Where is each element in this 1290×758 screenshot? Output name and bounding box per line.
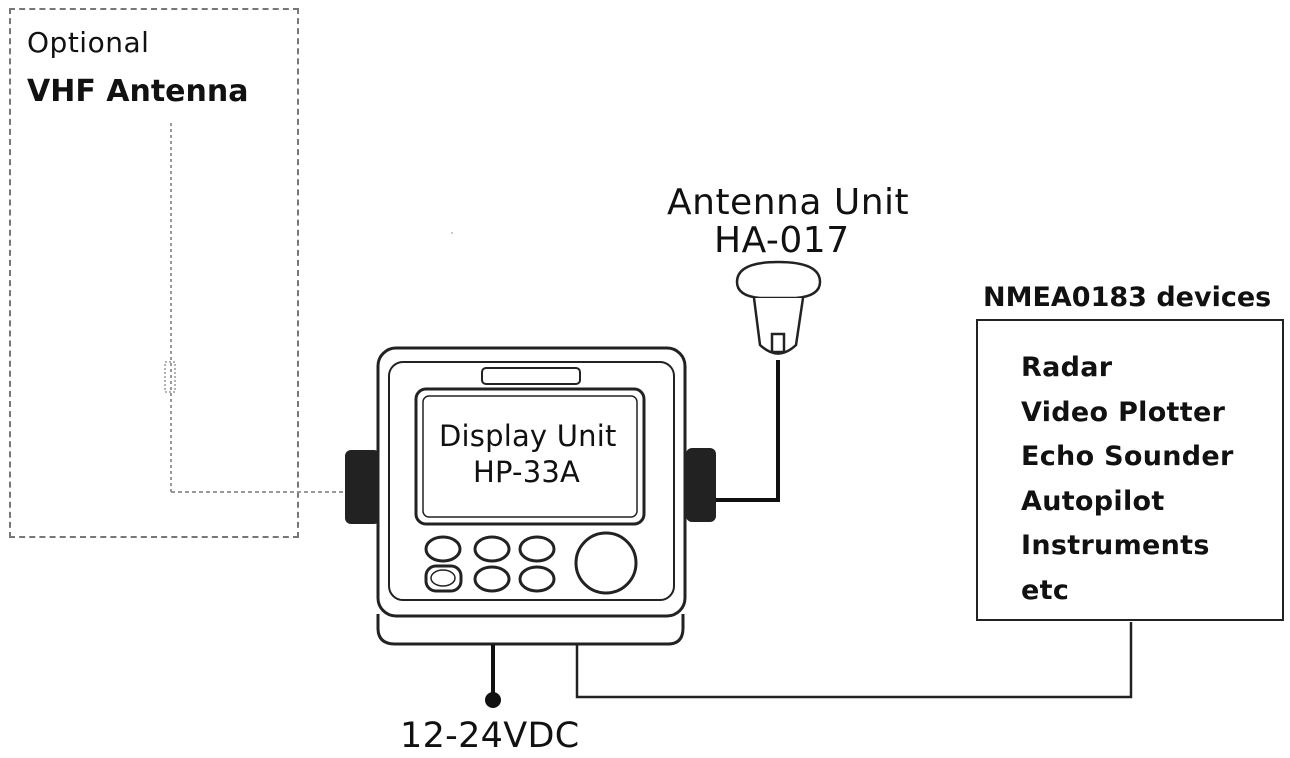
gps-antenna-icon xyxy=(735,260,822,355)
keypad-button xyxy=(424,535,462,563)
power-label: 12-24VDC xyxy=(400,716,580,756)
nmea-device-item: Autopilot xyxy=(1021,485,1165,517)
optional-vhf-antenna-frame xyxy=(9,8,299,538)
nmea-devices-title: NMEA0183 devices xyxy=(983,282,1272,313)
display-unit-keypad xyxy=(424,531,638,595)
keypad-button xyxy=(518,565,556,593)
antenna-unit-model: HA-017 xyxy=(714,220,850,261)
keypad-button xyxy=(518,535,556,563)
keypad-button xyxy=(473,565,511,593)
nmea-device-item: Video Plotter xyxy=(1021,396,1226,428)
nmea-device-item: Instruments xyxy=(1021,530,1210,561)
nmea-device-item: Echo Sounder xyxy=(1021,441,1234,472)
display-unit-housing xyxy=(345,346,716,646)
antenna-unit-title: Antenna Unit xyxy=(667,182,910,223)
vhf-antenna-title: VHF Antenna xyxy=(27,74,249,109)
nmea-devices-box xyxy=(976,319,1284,621)
power-cable xyxy=(485,645,501,708)
nmea-device-item: etc xyxy=(1021,574,1070,606)
vhf-antenna-icon xyxy=(164,123,176,492)
nmea-device-list: Radar Video Plotter Echo Sounder Autopil… xyxy=(1021,346,1234,613)
display-unit-model: HP-33A xyxy=(473,455,581,489)
nmea-cable xyxy=(575,622,1133,699)
optional-label: Optional xyxy=(27,26,150,59)
display-unit-title: Display Unit xyxy=(439,419,617,453)
rotary-knob xyxy=(574,531,638,595)
keypad-button xyxy=(473,535,511,563)
keypad-button xyxy=(430,569,456,587)
nmea-device-item: Radar xyxy=(1021,352,1113,383)
antenna-cable xyxy=(712,360,780,502)
